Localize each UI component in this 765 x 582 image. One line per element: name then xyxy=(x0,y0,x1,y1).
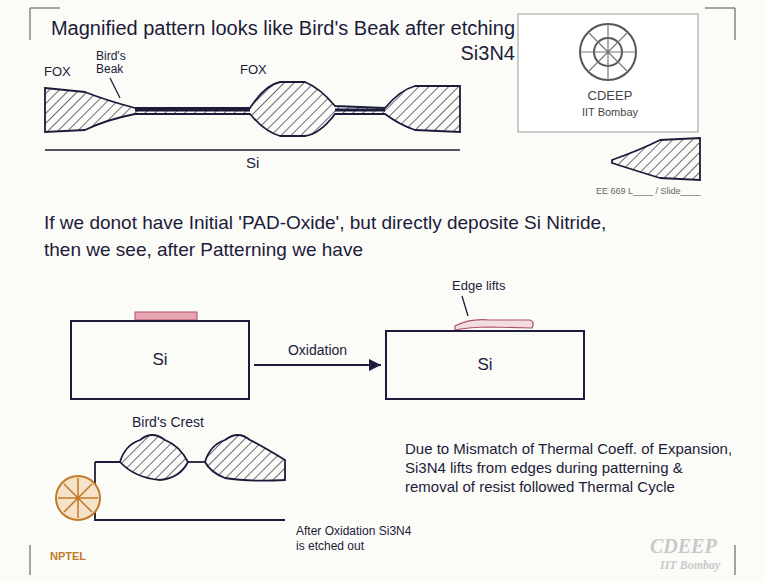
leader-line xyxy=(462,296,468,316)
material-label: Si xyxy=(246,154,259,173)
slide-number: EE 669 L____ / Slide____ xyxy=(596,186,701,197)
logo-text: NPTEL xyxy=(50,550,86,564)
figure-label: Bird's Crest xyxy=(132,414,204,432)
substrate-box: Si xyxy=(385,330,585,400)
edge-label: Oxidation xyxy=(285,342,350,360)
material-label: Si xyxy=(146,348,173,372)
nptel-logo xyxy=(56,476,100,520)
pad-oxide xyxy=(135,109,385,112)
birds-crest-oxide xyxy=(205,435,285,481)
watermark: IIT Bombay xyxy=(660,558,720,573)
leader-line xyxy=(110,78,120,98)
region-label: Bird's Beak xyxy=(96,50,148,75)
logo-emblem xyxy=(580,24,636,80)
note: After Oxidation Si3N4 is etched out xyxy=(296,524,414,554)
field-oxide xyxy=(45,82,460,136)
lifted-nitride xyxy=(455,320,533,330)
region-label: FOX xyxy=(44,64,71,80)
watermark: CDEEP xyxy=(650,534,717,559)
surface-line xyxy=(188,461,205,463)
arrow-head xyxy=(369,359,381,371)
note: Due to Mismatch of Thermal Coeff. of Exp… xyxy=(405,440,735,496)
callout-label: Edge lifts xyxy=(452,278,505,294)
substrate-line xyxy=(45,149,460,151)
birds-crest-oxide xyxy=(120,435,188,480)
material-label: Si xyxy=(471,353,498,377)
nitride-layer xyxy=(135,312,197,320)
frame-corner xyxy=(705,8,735,40)
logo-text: IIT Bombay xyxy=(570,106,650,120)
logo-text: CDEEP xyxy=(580,88,640,104)
region-label: FOX xyxy=(240,62,267,78)
logo-emblem xyxy=(580,24,636,80)
substrate-box: Si xyxy=(70,320,250,400)
process-arrow xyxy=(254,359,381,371)
paragraph: If we donot have Initial 'PAD-Oxide', bu… xyxy=(44,210,644,263)
frame-corner xyxy=(30,545,735,575)
arrow-line xyxy=(254,364,381,366)
beak-inset xyxy=(612,138,700,180)
logo-box xyxy=(518,14,698,132)
nptel-logo xyxy=(58,478,98,518)
